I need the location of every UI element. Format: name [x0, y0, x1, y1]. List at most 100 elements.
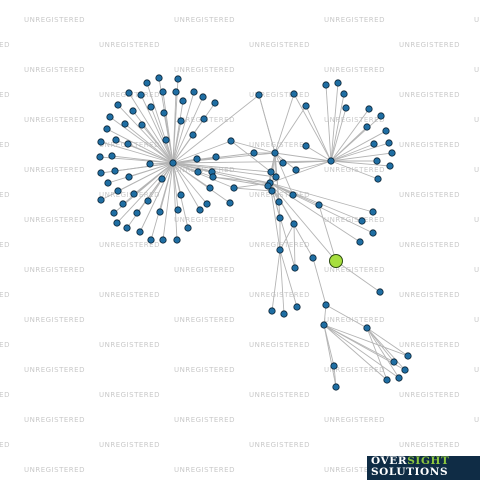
graph-edge — [330, 107, 347, 162]
graph-node — [404, 352, 412, 360]
graph-edge — [212, 176, 271, 184]
graph-node — [376, 288, 384, 296]
graph-node — [332, 383, 340, 391]
watermark-text: UNREGISTERED — [99, 41, 160, 49]
watermark-text: UNREGISTERED — [249, 191, 310, 199]
graph-node — [97, 169, 105, 177]
graph-node — [268, 187, 276, 195]
node-layer — [96, 74, 412, 391]
graph-node — [173, 236, 181, 244]
watermark-text: UNREGISTERED — [324, 116, 385, 124]
graph-node — [200, 115, 208, 123]
graph-edge — [150, 106, 174, 164]
graph-node — [386, 162, 394, 170]
watermark-text: UNREGISTERED — [249, 291, 310, 299]
watermark-text: UNREGISTERED — [174, 16, 235, 24]
graph-node — [369, 229, 377, 237]
graph-edge — [172, 162, 178, 241]
watermark-text: UNREGISTERED — [399, 441, 460, 449]
graph-node — [388, 149, 396, 157]
graph-edge — [325, 304, 368, 329]
watermark-text: UNREGISTERED — [24, 16, 85, 24]
graph-edge — [305, 105, 332, 162]
graph-node — [174, 75, 182, 83]
watermark-text: UNREGISTERED — [174, 216, 235, 224]
graph-node — [250, 149, 258, 157]
graph-edge — [269, 182, 374, 213]
watermark-text: UNREGISTERED — [0, 391, 10, 399]
graph-node — [276, 246, 284, 254]
graph-edge — [305, 145, 332, 162]
graph-node — [104, 179, 112, 187]
graph-node — [302, 102, 310, 110]
graph-node — [302, 142, 310, 150]
watermark-text: UNREGISTERED — [399, 41, 460, 49]
watermark-text: UNREGISTERED — [24, 266, 85, 274]
graph-node — [209, 173, 217, 181]
graph-node — [147, 236, 155, 244]
graph-edge — [323, 324, 409, 357]
watermark-text: UNREGISTERED — [174, 316, 235, 324]
graph-node — [114, 187, 122, 195]
watermark-text: UNREGISTERED — [0, 91, 10, 99]
graph-edge — [335, 260, 381, 293]
watermark-text: UNREGISTERED — [399, 241, 460, 249]
watermark-text: UNREGISTERED — [174, 416, 235, 424]
graph-node — [137, 91, 145, 99]
graph-edge — [116, 162, 174, 224]
graph-node — [203, 200, 211, 208]
watermark-text: UNREGISTERED — [324, 416, 385, 424]
watermark-text: UNREGISTERED — [24, 466, 85, 474]
graph-node — [363, 123, 371, 131]
watermark-text: UNREGISTERED — [174, 266, 235, 274]
graph-node — [156, 208, 164, 216]
graph-node — [340, 90, 348, 98]
graph-edge — [279, 249, 298, 308]
graph-edge — [330, 108, 370, 162]
graph-edge — [172, 91, 195, 164]
graph-node — [121, 120, 129, 128]
graph-node — [272, 173, 280, 181]
graph-edge — [172, 162, 271, 184]
graph-edge — [282, 160, 332, 164]
graph-edge — [172, 96, 204, 164]
watermark-text: UNREGISTERED — [0, 241, 10, 249]
graph-edge — [106, 128, 174, 164]
graph-edge — [172, 94, 260, 164]
graph-edge — [293, 93, 332, 162]
watermark-text: UNREGISTERED — [474, 316, 480, 324]
graph-edge — [330, 160, 391, 167]
graph-node — [292, 166, 300, 174]
graph-node — [159, 88, 167, 96]
watermark-text: UNREGISTERED — [24, 166, 85, 174]
graph-node — [382, 127, 390, 135]
oversight-solutions-logo: OVERSIGHT SOLUTIONS — [367, 456, 480, 480]
graph-edge — [312, 257, 327, 306]
graph-node — [356, 238, 364, 246]
graph-node — [374, 175, 382, 183]
graph-edge — [269, 182, 374, 234]
watermark-text: UNREGISTERED — [474, 66, 480, 74]
graph-edge — [117, 104, 174, 164]
graph-edge — [230, 140, 272, 173]
graph-edge — [172, 162, 231, 204]
graph-edge — [100, 141, 174, 164]
graph-edge — [274, 152, 294, 196]
watermark-text: UNREGISTERED — [324, 316, 385, 324]
watermark-text: UNREGISTERED — [249, 441, 310, 449]
graph-node — [108, 152, 116, 160]
graph-edge — [150, 162, 174, 241]
watermark-text: UNREGISTERED — [249, 341, 310, 349]
watermark-layer: UNREGISTERED UNREGISTERED UNREGISTERED UNRE… — [0, 16, 480, 474]
graph-node — [199, 93, 207, 101]
watermark-text: UNREGISTERED — [99, 241, 160, 249]
graph-node — [159, 236, 167, 244]
graph-node — [133, 209, 141, 217]
graph-node — [290, 220, 298, 228]
graph-node — [119, 200, 127, 208]
graph-node — [146, 160, 154, 168]
graph-node — [401, 366, 409, 374]
graph-edge — [330, 93, 345, 162]
